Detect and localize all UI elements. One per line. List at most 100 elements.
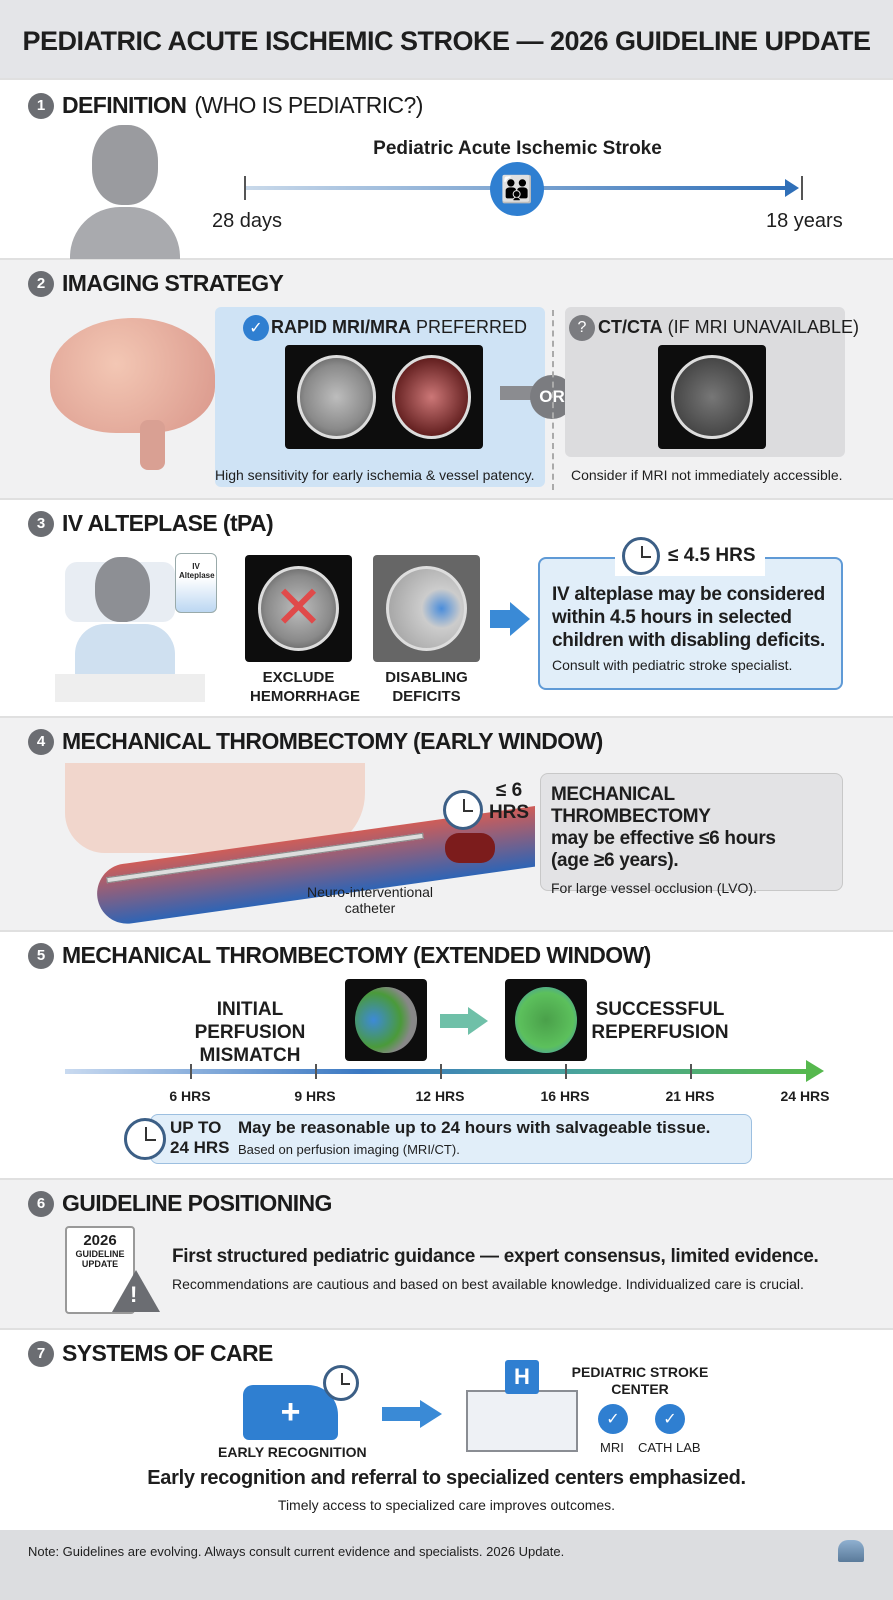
timeline-end: 18 years bbox=[766, 210, 843, 232]
step-number: 7 bbox=[28, 1340, 54, 1367]
timeline-tick-mark bbox=[565, 1064, 567, 1079]
child-avatar-icon bbox=[70, 125, 180, 259]
mri-panel: ✓ RAPID MRI/MRA PREFERRED bbox=[215, 307, 545, 487]
reperfusion-image bbox=[505, 979, 587, 1061]
thrombectomy-info-box: MECHANICAL THROMBECTOMY may be effective… bbox=[540, 773, 843, 896]
section-heading: 5 MECHANICAL THROMBECTOMY (EXTENDED WINDO… bbox=[28, 942, 651, 969]
cathlab-check-icon: ✓ bbox=[655, 1404, 685, 1434]
section-thrombectomy-extended: 5 MECHANICAL THROMBECTOMY (EXTENDED WINDO… bbox=[0, 932, 893, 1180]
positioning-statement: First structured pediatric guidance — ex… bbox=[172, 1246, 819, 1267]
extended-note: Based on perfusion imaging (MRI/CT). bbox=[238, 1142, 460, 1157]
heading-subtext: (WHO IS PEDIATRIC?) bbox=[194, 92, 423, 118]
heading-text: GUIDELINE POSITIONING bbox=[62, 1190, 332, 1216]
stroke-center-label: PEDIATRIC STROKE CENTER bbox=[571, 1364, 709, 1397]
iv-bag-label: IV Alteplase bbox=[179, 562, 215, 580]
hospital-h-sign: H bbox=[505, 1360, 539, 1394]
doc-line2: UPDATE bbox=[81, 1259, 119, 1269]
mismatch-perfusion-image bbox=[345, 979, 427, 1061]
ct-condition: (IF MRI UNAVAILABLE) bbox=[667, 317, 860, 337]
footer-note: Note: Guidelines are evolving. Always co… bbox=[28, 1544, 565, 1559]
clock-icon bbox=[622, 537, 660, 575]
early-recognition-label: EARLY RECOGNITION bbox=[218, 1444, 367, 1460]
step-number: 5 bbox=[28, 942, 54, 969]
initial-mismatch-label: INITIAL PERFUSION MISMATCH bbox=[194, 999, 306, 1066]
alteplase-note: Consult with pediatric stroke specialist… bbox=[552, 657, 793, 673]
catheter-label: Neuro-interventional catheter bbox=[306, 884, 434, 916]
hospital-icon bbox=[466, 1390, 578, 1452]
arrow-icon bbox=[382, 1407, 422, 1421]
section-heading: 4 MECHANICAL THROMBECTOMY (EARLY WINDOW) bbox=[28, 728, 603, 755]
timeline-tick-mark bbox=[440, 1064, 442, 1079]
clock-icon bbox=[443, 790, 483, 830]
ct-scan-image bbox=[658, 345, 766, 449]
heading-text: IV ALTEPLASE (tPA) bbox=[62, 510, 274, 536]
step-number: 3 bbox=[28, 510, 54, 537]
timeline-tick-label: 21 HRS bbox=[665, 1088, 715, 1104]
timeline-tick-mark bbox=[315, 1064, 317, 1079]
timeline-tick-mark bbox=[690, 1064, 692, 1079]
alteplase-time-window: ≤ 4.5 HRS bbox=[668, 545, 756, 566]
ambulance-icon: + bbox=[243, 1385, 338, 1440]
heading-text: MECHANICAL THROMBECTOMY (EXTENDED WINDOW… bbox=[62, 942, 651, 968]
mri-check-icon: ✓ bbox=[598, 1404, 628, 1434]
extended-recommendation: May be reasonable up to 24 hours with sa… bbox=[238, 1118, 711, 1137]
heading-text: MECHANICAL THROMBECTOMY (EARLY WINDOW) bbox=[62, 728, 603, 754]
mri-label: MRI bbox=[600, 1440, 624, 1455]
systems-note: Timely access to specialized care improv… bbox=[277, 1497, 616, 1513]
heading-text: IMAGING STRATEGY bbox=[62, 270, 284, 296]
step-number: 1 bbox=[28, 92, 54, 119]
ct-panel: ? CT/CTA (IF MRI UNAVAILABLE) bbox=[565, 307, 859, 457]
section-systems-of-care: 7 SYSTEMS OF CARE + EARLY RECOGNITION H P… bbox=[0, 1330, 893, 1530]
extended-timeline-bar bbox=[65, 1069, 810, 1074]
page-title: PEDIATRIC ACUTE ISCHEMIC STROKE — 2026 G… bbox=[22, 26, 871, 56]
thrombectomy-note: For large vessel occlusion (LVO). bbox=[551, 880, 757, 896]
systems-statement: Early recognition and referral to specia… bbox=[147, 1467, 746, 1489]
alteplase-recommendation: IV alteplase may be considered within 4.… bbox=[552, 584, 826, 651]
mri-caption: High sensitivity for early ischemia & ve… bbox=[215, 467, 535, 483]
timeline-tick-mark bbox=[190, 1064, 192, 1079]
section-heading: 2 IMAGING STRATEGY bbox=[28, 270, 284, 297]
heading-text: DEFINITION bbox=[62, 92, 187, 118]
heading-text: SYSTEMS OF CARE bbox=[62, 1340, 273, 1366]
timeline-title: Pediatric Acute Ischemic Stroke bbox=[373, 138, 662, 159]
header: PEDIATRIC ACUTE ISCHEMIC STROKE — 2026 G… bbox=[0, 0, 893, 80]
step-number: 2 bbox=[28, 270, 54, 297]
timeline-tick-label: 24 HRS bbox=[780, 1088, 830, 1104]
timeline-start: 28 days bbox=[212, 210, 283, 232]
doc-line1: GUIDELINE bbox=[75, 1249, 125, 1259]
arrow-icon bbox=[490, 610, 512, 628]
step-number: 4 bbox=[28, 728, 54, 755]
step-number: 6 bbox=[28, 1190, 54, 1217]
extended-window-box bbox=[150, 1114, 752, 1164]
section-imaging: 2 IMAGING STRATEGY ✓ RAPID MRI/MRA PREFER… bbox=[0, 260, 893, 500]
extended-time-window: UP TO 24 HRS bbox=[170, 1118, 230, 1157]
timeline-tick-label: 12 HRS bbox=[415, 1088, 465, 1104]
section-heading: 6 GUIDELINE POSITIONING bbox=[28, 1190, 332, 1217]
ct-caption: Consider if MRI not immediately accessib… bbox=[571, 467, 843, 483]
warning-icon: ! bbox=[112, 1270, 160, 1312]
brain-illustration-icon bbox=[50, 318, 215, 433]
section-definition: 1 DEFINITION (WHO IS PEDIATRIC?) Pediatric… bbox=[0, 80, 893, 260]
question-icon: ? bbox=[569, 315, 595, 341]
children-icon: 👪 bbox=[490, 162, 544, 216]
arrow-icon bbox=[440, 1014, 470, 1028]
logo-icon bbox=[838, 1540, 864, 1562]
deficit-scan-image bbox=[373, 555, 480, 662]
ct-label: CT/CTA bbox=[598, 317, 663, 337]
timeline-tick-label: 16 HRS bbox=[540, 1088, 590, 1104]
thrombectomy-title: MECHANICAL THROMBECTOMY bbox=[551, 784, 711, 827]
section-heading: 1 DEFINITION (WHO IS PEDIATRIC?) bbox=[28, 92, 423, 119]
mri-label: RAPID MRI/MRA bbox=[271, 317, 411, 337]
clock-icon bbox=[323, 1365, 359, 1401]
thrombectomy-recommendation: may be effective ≤6 hours (age ≥6 years)… bbox=[551, 828, 776, 871]
mri-scan-image bbox=[285, 345, 483, 449]
clock-icon bbox=[124, 1118, 166, 1160]
thrombectomy-time-window: ≤ 6 HRS bbox=[488, 780, 530, 823]
iv-bag-icon: IV Alteplase bbox=[175, 553, 217, 613]
disabling-deficits-label: DISABLING DEFICITS bbox=[385, 669, 468, 705]
alteplase-info-box: IV alteplase may be considered within 4.… bbox=[538, 557, 843, 690]
cathlab-label: CATH LAB bbox=[638, 1440, 701, 1455]
